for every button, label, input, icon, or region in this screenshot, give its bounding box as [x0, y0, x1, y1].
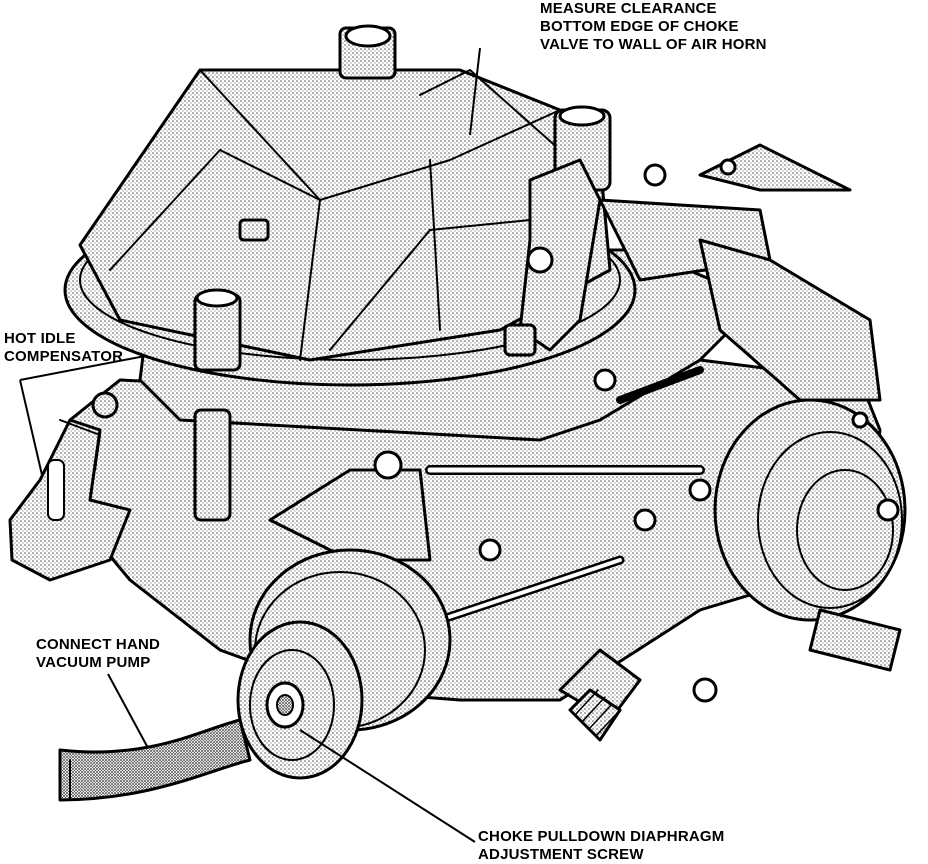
leader-lines: [19, 47, 481, 843]
right-flange: [698, 143, 852, 192]
hot-idle-compensator-label: HOT IDLE COMPENSATOR: [4, 330, 123, 366]
vacuum-pump-line-1: CONNECT HAND: [36, 636, 161, 653]
choke-pulldown-line-1: CHOKE PULLDOWN DIAPHRAGM: [478, 828, 725, 845]
measure-clearance-line-2: BOTTOM EDGE OF CHOKE: [540, 18, 739, 35]
hot-idle-leader-2: [19, 355, 146, 381]
hot-idle-compensator: [8, 418, 132, 582]
hot-idle-line-2: COMPENSATOR: [4, 348, 124, 365]
measure-clearance-line-1: MEASURE CLEARANCE: [540, 0, 717, 17]
hot-idle-leader: [19, 379, 43, 476]
measure-clearance-label: MEASURE CLEARANCE BOTTOM EDGE OF CHOKE V…: [540, 0, 767, 54]
choke-pulldown-label: CHOKE PULLDOWN DIAPHRAGM ADJUSTMENT SCRE…: [478, 828, 724, 864]
choke-pulldown-line-2: ADJUSTMENT SCREW: [478, 846, 644, 863]
vacuum-pump-label: CONNECT HAND VACUUM PUMP: [36, 636, 160, 672]
measure-leader: [469, 47, 481, 136]
hot-idle-line-1: HOT IDLE: [4, 330, 76, 347]
vacuum-leader: [107, 673, 149, 749]
vacuum-hose: [58, 718, 252, 802]
vacuum-pump-line-2: VACUUM PUMP: [36, 654, 151, 671]
choke-leader: [299, 729, 476, 843]
measure-clearance-line-3: VALVE TO WALL OF AIR HORN: [540, 36, 767, 53]
